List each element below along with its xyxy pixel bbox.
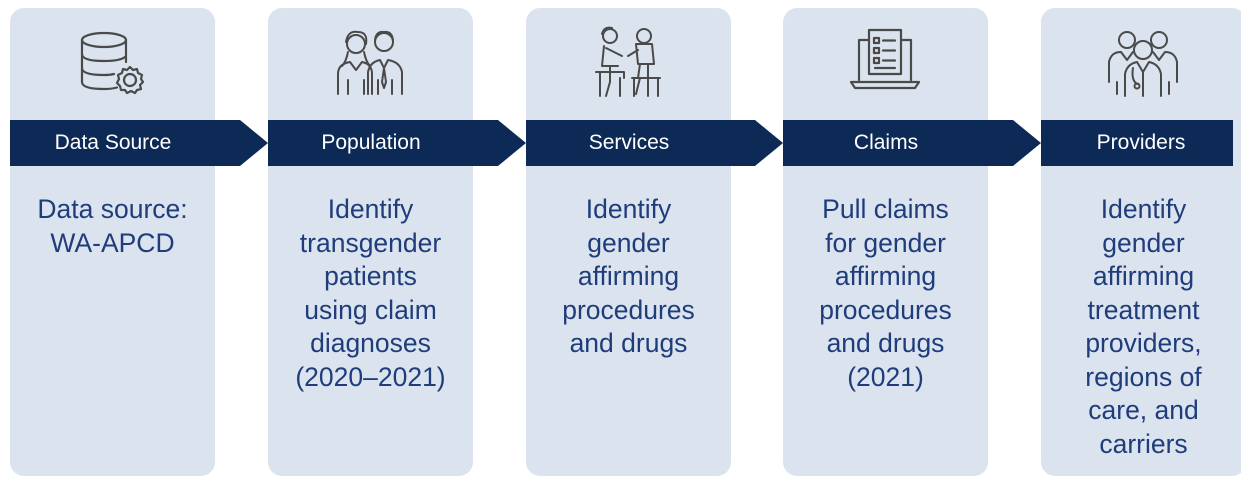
description-line: affirming <box>834 261 937 291</box>
description-line: and drugs <box>569 328 688 358</box>
step-label-data-source: Data Source <box>54 131 172 154</box>
description-line: Identify <box>327 194 414 224</box>
description-line: Data source: <box>37 194 188 224</box>
medical-team-icon <box>1103 22 1183 102</box>
description-line: gender <box>1102 227 1185 258</box>
description-line: (2021) <box>847 361 924 392</box>
description-line: for gender <box>825 227 946 258</box>
step-description-providers: Identify gender affirming treatment prov… <box>1041 193 1241 461</box>
step-description-services: Identify gender affirming procedures and… <box>526 193 731 361</box>
step-description-data-source: Data source: WA-APCD <box>10 193 215 260</box>
description-line: diagnoses <box>310 328 431 358</box>
step-card-services <box>526 8 731 476</box>
description-line: Pull claims <box>822 194 949 224</box>
step-label-providers: Providers <box>1096 131 1186 154</box>
description-line: transgender <box>299 227 442 258</box>
description-line: providers, <box>1085 328 1202 358</box>
description-line: carriers <box>1099 428 1188 459</box>
description-line: procedures <box>819 294 952 325</box>
step-label-population: Population <box>321 131 421 154</box>
description-line: procedures <box>562 294 695 325</box>
laptop-checklist-icon <box>845 22 925 102</box>
step-label-claims: Claims <box>853 131 919 154</box>
description-line: Identify <box>585 194 672 224</box>
step-card-claims <box>783 8 988 476</box>
description-line: treatment <box>1087 294 1200 325</box>
step-card-data-source <box>10 8 215 476</box>
step-label-services: Services <box>588 131 670 154</box>
doctor-patient-consultation-icon <box>588 22 668 102</box>
description-line: using claim <box>304 294 437 325</box>
description-line: affirming <box>1092 261 1195 291</box>
description-line: patients <box>324 261 417 291</box>
step-card-population <box>268 8 473 476</box>
description-line: regions of <box>1085 361 1202 392</box>
people-pair-icon <box>330 22 410 102</box>
database-gear-icon <box>72 22 152 102</box>
description-line: gender <box>587 227 670 258</box>
description-line: and drugs <box>826 328 945 358</box>
description-line: care, and <box>1088 395 1199 425</box>
description-line: Identify <box>1100 194 1187 224</box>
step-description-claims: Pull claims for gender affirming procedu… <box>783 193 988 394</box>
description-line: WA-APCD <box>50 227 175 258</box>
step-description-population: Identify transgender patients using clai… <box>268 193 473 394</box>
description-line: (2020–2021) <box>295 361 446 392</box>
step-card-providers <box>1041 8 1241 476</box>
description-line: affirming <box>577 261 680 291</box>
